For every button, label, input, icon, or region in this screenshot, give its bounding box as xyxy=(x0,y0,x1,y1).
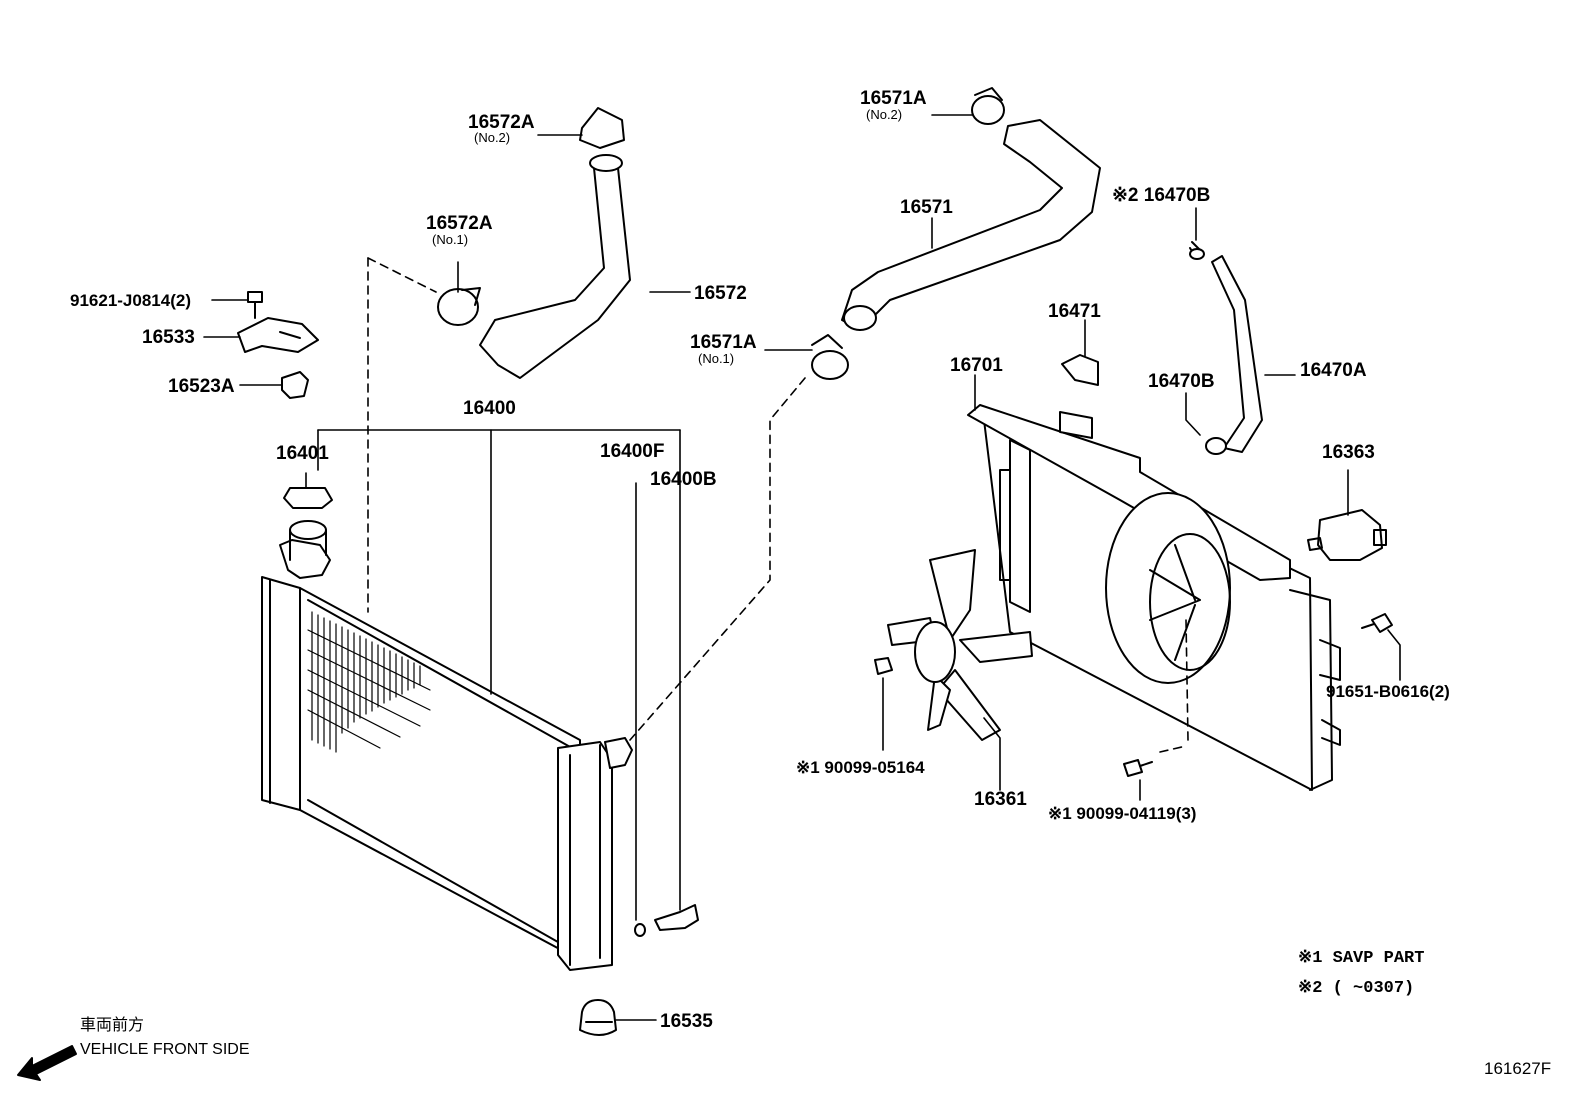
label-16401: 16401 xyxy=(276,443,329,464)
label-16523A: 16523A xyxy=(168,376,235,397)
label-16571A-no2: 16571A xyxy=(860,88,927,109)
label-16471: 16471 xyxy=(1048,301,1101,322)
label-91651-B0616: 91651-B0616(2) xyxy=(1326,682,1450,701)
front-direction-arrow xyxy=(17,1045,77,1081)
radiator-assembly xyxy=(237,291,699,1036)
label-90099-05164: ※1 90099-05164 xyxy=(796,758,925,777)
label-16572A-no2: 16572A xyxy=(468,112,535,133)
label-16572: 16572 xyxy=(694,283,747,304)
label-16361: 16361 xyxy=(974,789,1027,810)
label-91621-J0814: 91621-J0814(2) xyxy=(70,291,191,310)
label-16400B: 16400B xyxy=(650,469,717,490)
vehicle-front-label-en: VEHICLE FRONT SIDE xyxy=(80,1041,250,1058)
vehicle-front-label-jp: 車両前方 xyxy=(80,1015,145,1034)
label-16571A-no1-sub: (No.1) xyxy=(698,351,735,366)
label-16470B-mid: 16470B xyxy=(1148,371,1215,392)
label-16571A-no2-sub: (No.2) xyxy=(866,107,903,122)
figure-id: 161627F xyxy=(1484,1059,1552,1078)
label-16571: 16571 xyxy=(900,197,953,218)
hose-16571 xyxy=(811,87,1101,380)
label-16470A: 16470A xyxy=(1300,360,1367,381)
label-16571A-no1: 16571A xyxy=(690,332,757,353)
label-16535: 16535 xyxy=(660,1011,713,1032)
label-16572A-no1: 16572A xyxy=(426,213,493,234)
leader-lines xyxy=(203,114,1401,1021)
label-16533: 16533 xyxy=(142,327,195,348)
note-date-range: ※2 ( ~0307) xyxy=(1298,979,1415,998)
radiator-core-fins xyxy=(307,611,431,753)
label-90099-04119: ※1 90099-04119(3) xyxy=(1048,804,1197,823)
label-16400: 16400 xyxy=(463,398,516,419)
fan-shroud xyxy=(967,404,1387,791)
hose-16470A xyxy=(1189,241,1263,455)
cooling-fan xyxy=(887,549,1033,741)
label-16572A-no2-sub: (No.2) xyxy=(474,130,511,145)
label-16470B-top: ※2 16470B xyxy=(1112,185,1211,206)
note-savp-part: ※1 SAVP PART xyxy=(1298,949,1425,968)
fasteners xyxy=(874,354,1393,777)
label-16363: 16363 xyxy=(1322,442,1375,463)
label-16572A-no1-sub: (No.1) xyxy=(432,232,469,247)
label-16400F: 16400F xyxy=(600,441,665,462)
label-16701: 16701 xyxy=(950,355,1003,376)
hose-16572 xyxy=(437,107,631,379)
